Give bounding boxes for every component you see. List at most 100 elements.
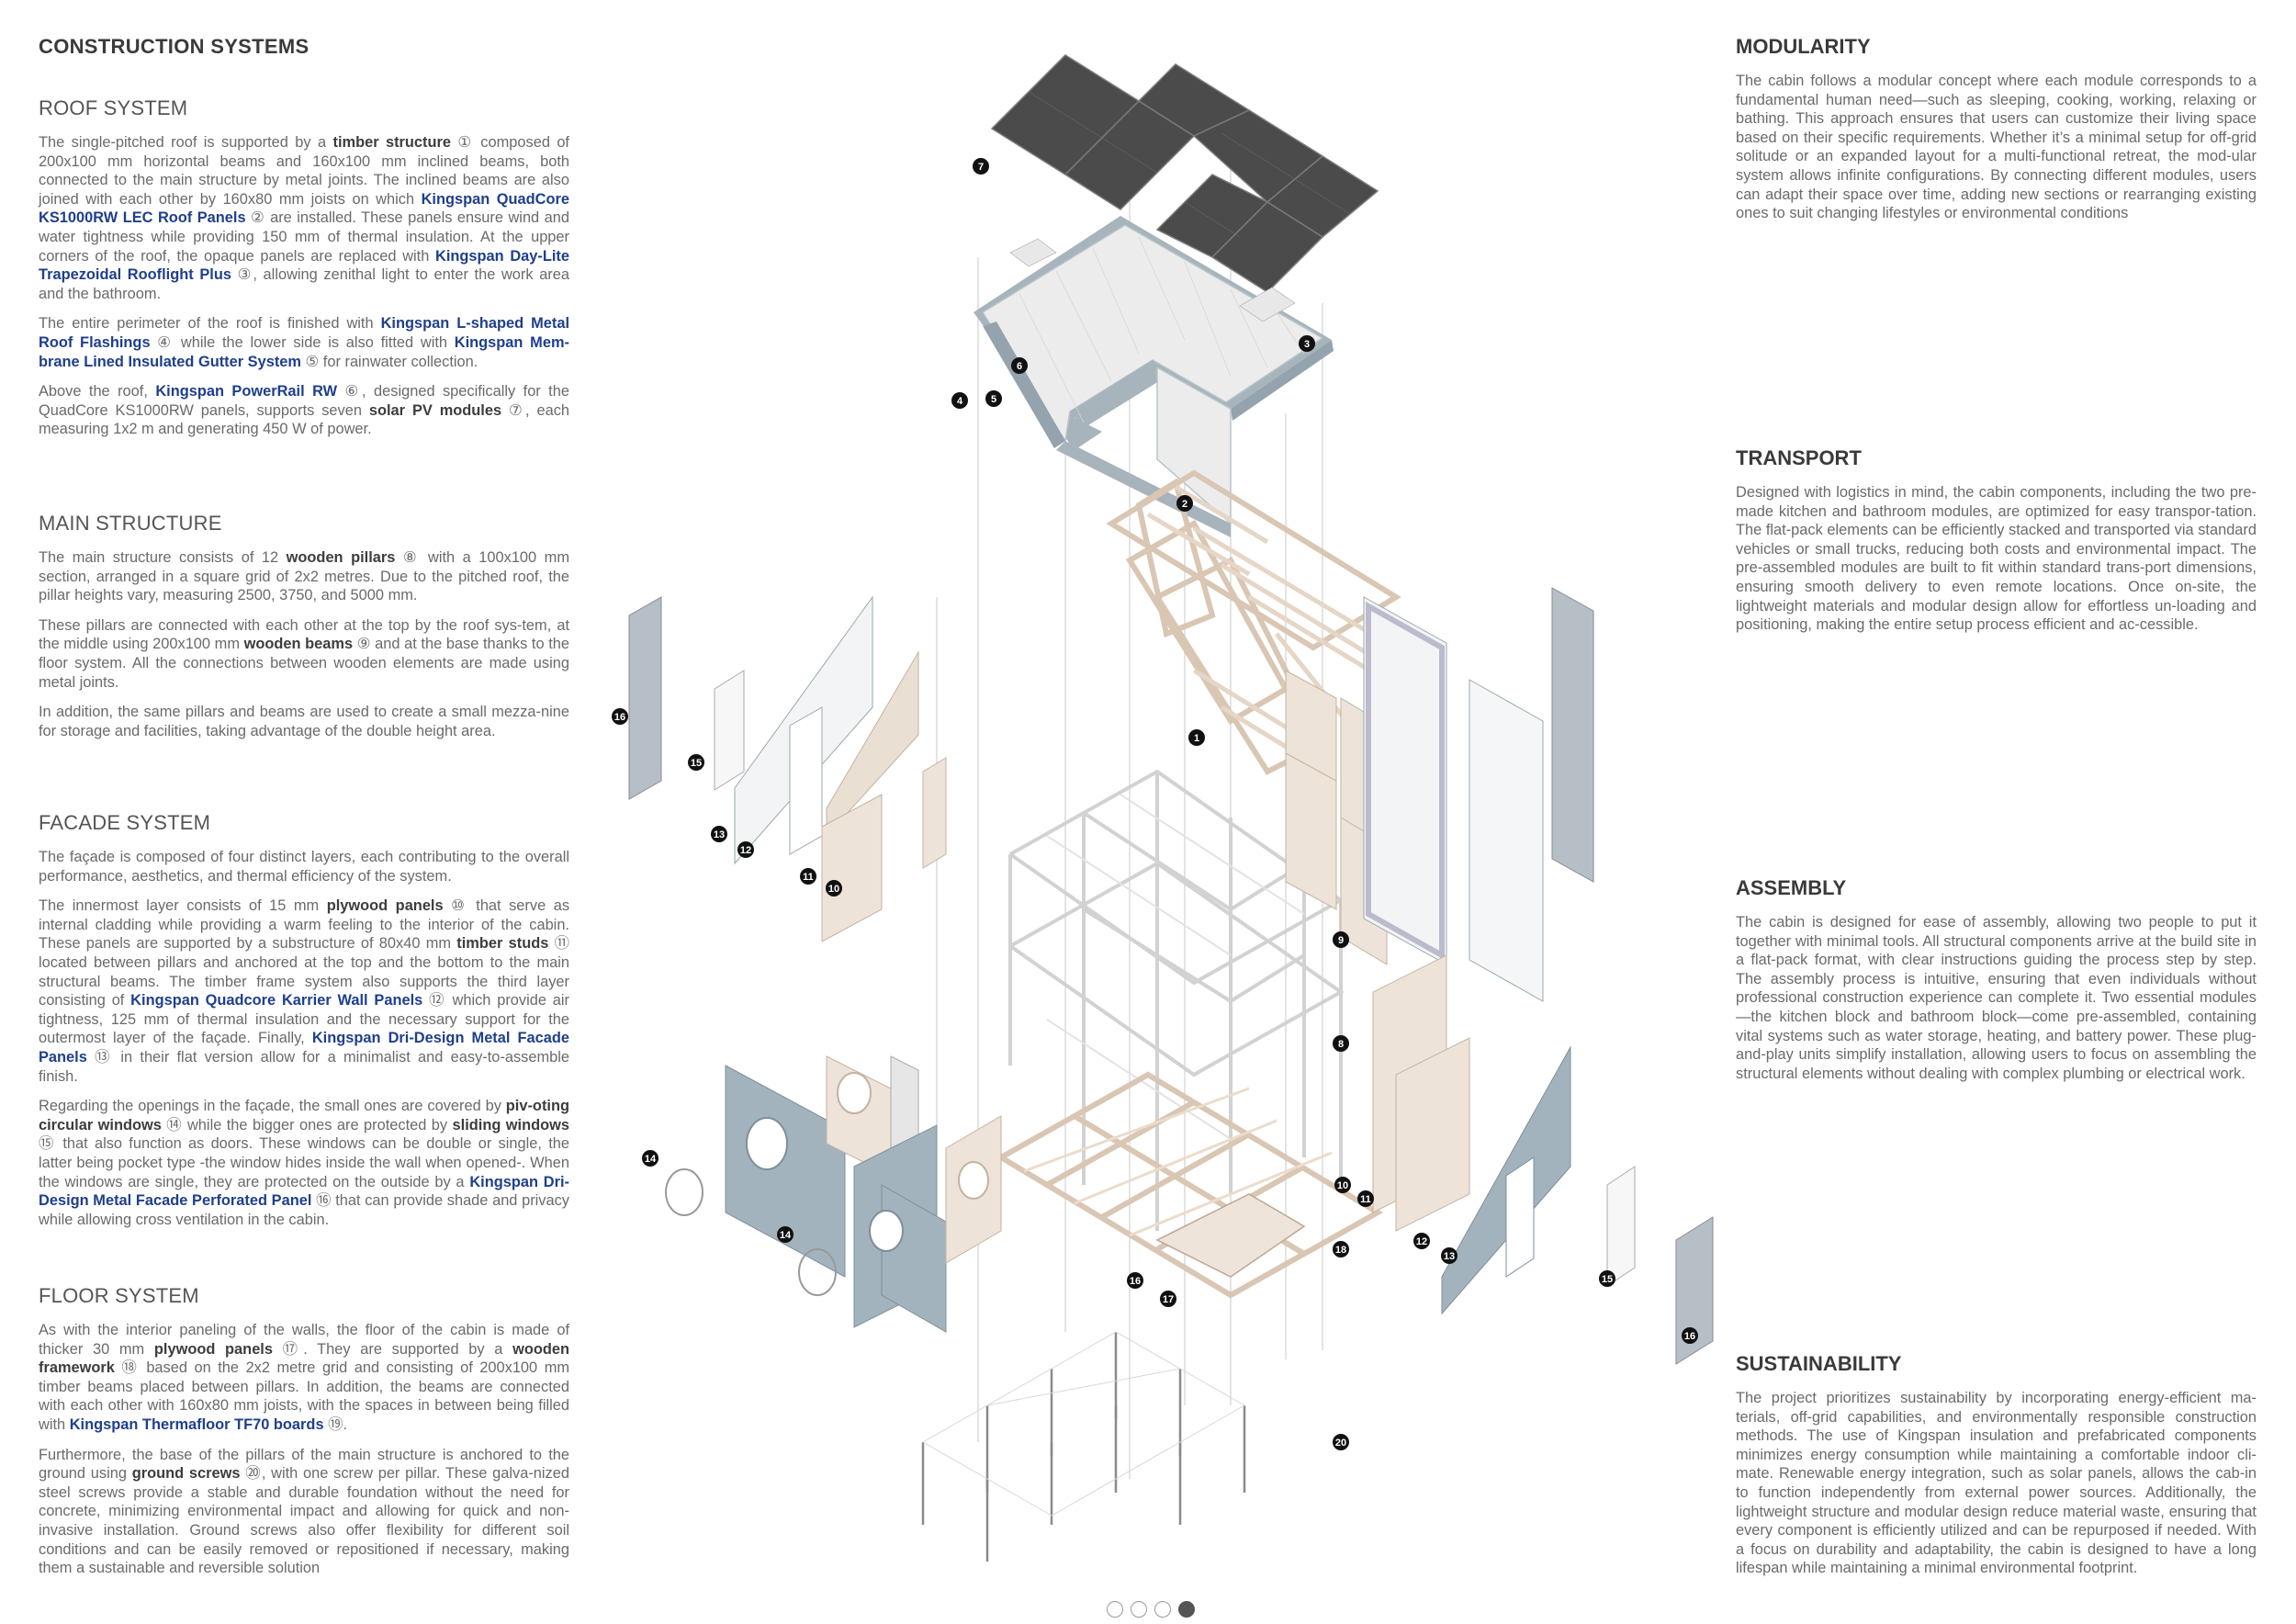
text-run: ⑦, each measuring 1x2 m and generating 4… [39, 401, 569, 438]
svg-text:14: 14 [780, 1230, 792, 1241]
text-run: Above the roof, [39, 383, 156, 400]
text-run: ⑱ based on the 2x2 metre grid and consis… [39, 1359, 569, 1433]
svg-text:15: 15 [1602, 1274, 1613, 1285]
kingspan-product-name: Kingspan QuadCore KS1000RW LEC Roof Pane… [39, 190, 569, 227]
callout-8: 8 [1333, 1035, 1349, 1052]
text-run: ⑥, designed specifically for the QuadCor… [39, 383, 569, 419]
callout-10-left: 10 [826, 880, 842, 897]
bold-term: wooden pillars [286, 549, 396, 566]
svg-text:11: 11 [1360, 1194, 1371, 1205]
roof-panels [974, 216, 1334, 537]
callout-4: 4 [951, 392, 968, 409]
callout-3: 3 [1299, 335, 1315, 352]
kingspan-product-name: Kingspan Mem-brane Lined Insulated Gutte… [39, 333, 569, 370]
transport-text: Designed with logistics in mind, the cab… [1736, 484, 2257, 634]
text-run: ⑩ that serve as internal cladding while … [39, 897, 570, 953]
svg-text:18: 18 [1335, 1245, 1346, 1256]
text-run: ⑮ that also function as doors. These win… [39, 1135, 569, 1190]
text-run: The innermost layer consists of 15 mm [39, 897, 327, 915]
text-run: ⑬ in their flat version allow for a mini… [39, 1048, 569, 1085]
text-run: ⑲. [323, 1415, 348, 1433]
svg-text:17: 17 [1163, 1294, 1174, 1305]
right-facade-layers [1285, 587, 1594, 1002]
front-right-walls [1372, 954, 1714, 1365]
main-structure-section: MAIN STRUCTURE The main structure consis… [39, 512, 569, 751]
assembly-heading: ASSEMBLY [1736, 876, 1847, 899]
text-run: In addition, the same pillars and beams … [39, 704, 569, 739]
facade-system-paragraph-3: Regarding the openings in the façade, th… [39, 1097, 569, 1229]
svg-text:4: 4 [957, 396, 963, 407]
callout-15-right: 15 [1599, 1270, 1615, 1287]
svg-text:16: 16 [1130, 1276, 1141, 1287]
svg-text:12: 12 [1416, 1236, 1427, 1247]
callout-16-left: 16 [612, 708, 628, 725]
svg-text:9: 9 [1338, 935, 1344, 946]
page-dot-4-active[interactable] [1178, 1601, 1195, 1618]
ground-screws [921, 1332, 1246, 1562]
assembly-text: The cabin is designed for ease of assemb… [1736, 914, 2257, 1082]
svg-text:10: 10 [828, 884, 839, 895]
svg-text:11: 11 [803, 872, 814, 883]
text-run: Regarding the openings in the façade, th… [39, 1098, 506, 1115]
text-run: The entire perimeter of the roof is fini… [39, 315, 381, 333]
modularity-text: The cabin follows a modular concept wher… [1736, 73, 2257, 222]
exploded-axonometric-drawing: 7 3 6 4 5 2 1 16 15 13 12 11 10 9 8 14 1… [612, 54, 1714, 1562]
floor-framework [996, 1071, 1383, 1299]
main-structure-heading: MAIN STRUCTURE [39, 512, 222, 535]
text-run: ③, allowing zenithal light to enter the … [39, 266, 569, 302]
callout-15-left: 15 [688, 754, 704, 771]
callout-markers: 7 3 6 4 5 2 1 16 15 13 12 11 10 9 8 14 1… [612, 158, 1698, 1450]
callout-10-right: 10 [1334, 1177, 1351, 1193]
page-dot-1[interactable] [1107, 1601, 1123, 1618]
callout-9: 9 [1333, 931, 1349, 948]
front-left-walls [665, 1055, 1002, 1333]
text-run: As with the interior paneling of the wal… [39, 1322, 569, 1358]
kingspan-product-name: Kingspan L-shaped Metal Roof Flashings [39, 315, 569, 351]
roof-system-paragraph-3: Above the roof, Kingspan PowerRail RW ⑥,… [39, 382, 569, 439]
text-run: ① composed of 200x100 mm horizontal beam… [39, 134, 569, 208]
text-run: ⑯ that can provide shade and privacy whi… [39, 1192, 570, 1228]
left-facade-layers [628, 595, 947, 942]
main-structure-paragraph-1: The main structure consists of 12 wooden… [39, 548, 569, 605]
callout-6: 6 [1011, 357, 1028, 374]
main-structure-paragraph-3: In addition, the same pillars and beams … [39, 703, 569, 740]
text-run: ⑨ and at the base thanks to the floor sy… [39, 636, 570, 691]
page-title: CONSTRUCTION SYSTEMS [39, 35, 310, 58]
svg-text:16: 16 [614, 712, 625, 723]
callout-12-left: 12 [737, 841, 754, 858]
assembly-section: ASSEMBLY The cabin is designed for ease … [1736, 876, 2257, 1083]
text-run: ⑫ which provide air tightness, 125 mm of… [39, 992, 569, 1047]
svg-text:1: 1 [1194, 733, 1199, 744]
text-run: ⑰. They are supported by a [272, 1340, 513, 1358]
text-run: The main structure consists of 12 [39, 549, 287, 566]
svg-text:8: 8 [1338, 1039, 1344, 1050]
callout-11-right: 11 [1357, 1190, 1374, 1207]
kingspan-product-name: Kingspan Dri-Design Metal Facade Panels [39, 1030, 570, 1066]
svg-text:13: 13 [1444, 1251, 1455, 1262]
svg-text:7: 7 [978, 162, 984, 173]
callout-13-right: 13 [1441, 1247, 1458, 1264]
sustainability-text: The project prioritizes sustainability b… [1736, 1390, 2257, 1577]
text-run: The single-pitched roof is supported by … [39, 134, 333, 151]
transport-heading: TRANSPORT [1736, 446, 1862, 469]
bold-term: solar PV modules [368, 401, 502, 419]
facade-system-paragraph-2: The innermost layer consists of 15 mm pl… [39, 897, 569, 1086]
floor-system-paragraph-1: As with the interior paneling of the wal… [39, 1321, 569, 1435]
callout-1: 1 [1188, 729, 1205, 746]
callout-5: 5 [985, 390, 1002, 407]
callout-18: 17 [1160, 1291, 1176, 1307]
page-dot-2[interactable] [1131, 1601, 1147, 1618]
callout-12-right: 12 [1413, 1233, 1430, 1249]
page-dot-3[interactable] [1154, 1601, 1171, 1618]
callout-11-left: 11 [800, 868, 816, 885]
callout-19: 18 [1333, 1241, 1349, 1257]
bold-term: plywood panels [326, 897, 444, 915]
roof-system-paragraph-2: The entire perimeter of the roof is fini… [39, 314, 569, 371]
modularity-section: MODULARITY The cabin follows a modular c… [1736, 35, 2257, 223]
text-run: ⑭ while the bigger ones are protected by [161, 1116, 453, 1133]
kingspan-product-name: Kingspan Thermafloor TF70 boards [69, 1415, 324, 1433]
callout-17: 16 [1127, 1272, 1143, 1289]
svg-text:20: 20 [1335, 1438, 1346, 1449]
text-run: ⑤ for rainwater collection. [301, 353, 478, 370]
text-run: ⑪ located between pillars and anchored a… [39, 935, 569, 1009]
